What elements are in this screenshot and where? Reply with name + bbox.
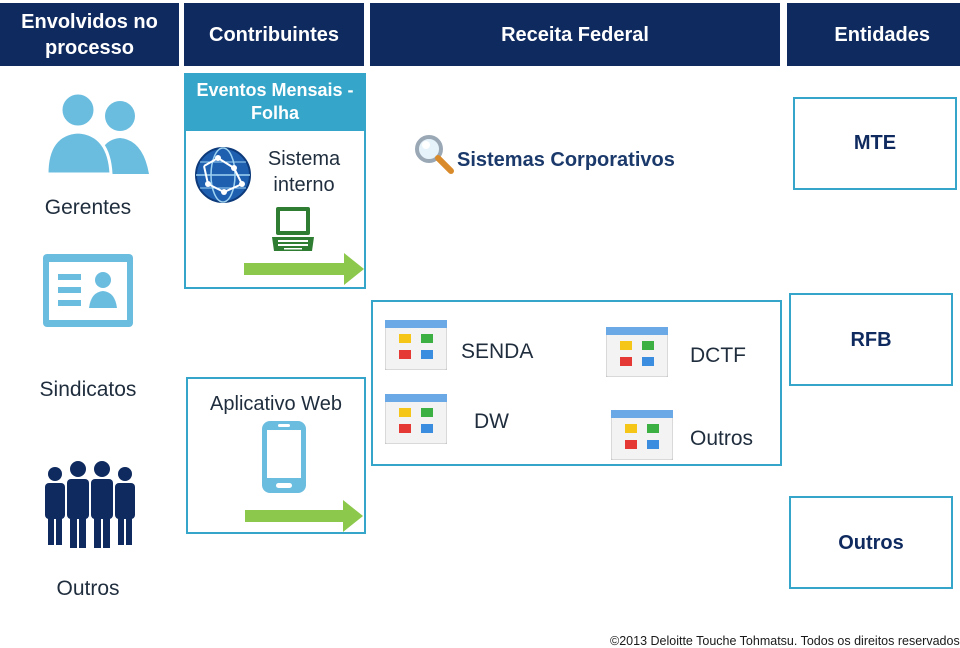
globe-icon	[195, 147, 251, 203]
app-window-icon	[385, 320, 447, 370]
label-entity-others: Outros	[838, 532, 904, 554]
label-dw: DW	[474, 410, 509, 433]
app-window-icon	[606, 327, 668, 377]
header-involved: Envolvidos no processo	[0, 3, 179, 66]
arrow-right-icon	[245, 500, 363, 532]
arrow-right-icon	[244, 253, 364, 285]
group-people-icon	[45, 461, 135, 548]
label-rfb: RFB	[850, 329, 892, 351]
app-window-icon	[385, 394, 447, 444]
label-others-systems: Outros	[690, 427, 754, 450]
magnifier-icon	[415, 135, 454, 174]
label-senda: SENDA	[461, 340, 534, 363]
label-unions: Sindicatos	[39, 378, 137, 401]
entity-rfb: RFB	[789, 293, 953, 386]
smartphone-icon	[262, 421, 306, 493]
label-corporate-systems: Sistemas Corporativos	[457, 149, 675, 171]
label-mte: MTE	[853, 132, 897, 154]
label-web-app: Aplicativo Web	[210, 393, 342, 415]
label-managers: Gerentes	[44, 196, 132, 219]
label-internal-system: Sistema interno	[267, 148, 341, 196]
header-contributors: Contribuintes	[184, 3, 364, 66]
label-others-involved: Outros	[56, 577, 120, 600]
header-entities: Entidades	[787, 3, 960, 66]
laptop-icon	[272, 207, 314, 251]
monthly-events-banner: Eventos Mensais - Folha	[184, 73, 366, 131]
label-dctf: DCTF	[690, 344, 746, 367]
entity-mte: MTE	[793, 97, 957, 190]
entity-others: Outros	[789, 496, 953, 589]
header-receita: Receita Federal	[370, 3, 780, 66]
app-window-icon	[611, 410, 673, 460]
managers-icon	[45, 92, 149, 174]
copyright-footer: ©2013 Deloitte Touche Tohmatsu. Todos os…	[610, 634, 960, 648]
id-card-icon	[43, 254, 133, 327]
